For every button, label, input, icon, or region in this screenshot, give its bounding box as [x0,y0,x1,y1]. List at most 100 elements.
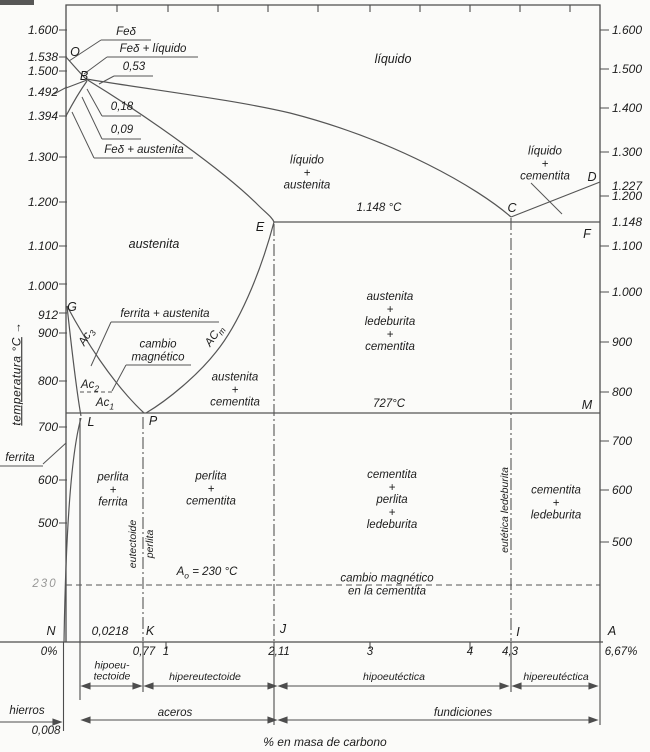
carbon-009-label: 0,09 [110,123,134,136]
xb-tick-label: 4 [466,646,474,658]
band-hipereutectoide: hipereutectoide [169,670,241,683]
yl-tick-label: 1.000 [27,279,58,293]
below-axis-extensions [62,642,601,731]
range-arrows [0,682,599,726]
yl-tick-label: 1.394 [27,109,58,123]
point-B: B [79,68,89,83]
xb-tick-label: 3 [366,646,374,658]
yl-tick-label: 800 [37,374,58,388]
yl-tick-label: 900 [37,326,58,340]
xb-tick-label: 6,67% [604,646,638,658]
yl-tick-label: 700 [37,420,58,434]
region-austenita: austenita [128,236,180,251]
point-L: L [87,414,95,429]
yr-tick-label: 1.400 [612,101,643,115]
cambio-magnetico-label: cambio magnético [131,338,185,364]
xb-tick-label: 4,3 [502,646,518,658]
yl-tick-label: 1.300 [27,150,58,164]
faded-230-label: 230 [32,577,58,590]
band-hipoeutectoide: hipoeu- tectoide [93,659,131,682]
fe-delta-austenita-label: Feδ + austenita [104,143,184,156]
fe-delta-liquido-label: Feδ + líquido [119,42,187,55]
ac2-label: Ac2 [80,379,100,394]
point-E: E [255,219,265,234]
ferrita-austenita-label: ferrita + austenita [120,307,210,320]
yl-tick-label: 1.538 [27,50,58,64]
yr-tick-label: 1.200 [612,189,643,203]
region-cementita-ledeburita: cementita + ledeburita [530,484,582,522]
yl-tick-label: 1.500 [27,64,58,78]
point-F: F [583,226,591,241]
region-liquido-austenita: líquido + austenita [283,154,331,192]
point-C: C [507,200,517,215]
band-perlita: perlita [143,529,156,559]
yr-tick-label: 1.600 [612,23,643,37]
temp-727-label: 727°C [372,397,406,410]
yl-tick-label: 1.600 [27,23,58,37]
carbon-018-label: 0,18 [110,100,134,113]
region-cementita-perlita-ledeburita: cementita + perlita + ledeburita [366,468,418,531]
band-hipereutectica: hipereutéctica [523,670,589,683]
band-hipoeutectica: hipoeutéctica [363,670,425,683]
carbon-0008-label: 0,008 [31,724,61,737]
ac1-label: Ac1 [95,397,115,412]
cambio-magnetico-cementita-label: cambio magnético en la cementita [340,572,434,598]
yr-tick-label: 1.100 [612,239,643,253]
xb-tick-label: 0% [40,646,58,658]
cd-line [510,181,601,218]
ferrita-label: ferrita [5,451,35,464]
yl-tick-label: 600 [37,473,58,487]
band-eutectoide: eutectoide [126,519,139,569]
yr-tick-label: 1.300 [612,145,643,159]
band-fundiciones: fundiciones [433,706,493,719]
region-austenita-cementita: austenita + cementita [210,371,260,409]
solidus-curve [85,78,275,223]
xb-tick-label: 0,77 [132,646,156,658]
temp-1148-label: 1.148 °C [356,201,402,214]
point-J: J [279,621,287,636]
point-P: P [148,413,158,428]
axis-ticks [59,5,609,649]
ferrite-gamma-curve [66,305,82,417]
region-liquido-cementita: líquido + cementita [520,145,570,183]
xb-tick-label: 1 [162,646,170,658]
yr-tick-label: 700 [612,434,633,448]
x-axis-title: % en masa de carbono [263,734,387,749]
yr-tick-label: 1.000 [612,285,643,299]
band-aceros: aceros [157,706,193,719]
up-arrow-icon: → [11,322,24,334]
dashdot-verticals [142,218,512,641]
yl-tick-label: 500 [37,516,58,530]
leader-lines [0,39,563,467]
scan-artifact [0,0,34,5]
yr-tick-label: 1.227 [612,179,643,193]
point-K: K [145,623,155,638]
yl-tick-label: 912 [37,308,58,322]
point-I: I [516,624,520,639]
region-perlita-ferrita: perlita + ferrita [97,471,129,509]
point-G: G [67,299,77,314]
ac3-curve [66,305,145,414]
ferrite-solvus-curve [63,417,82,643]
yl-tick-label: 1.492 [27,85,58,99]
yr-tick-label: 600 [612,483,633,497]
point-M: M [581,397,593,412]
yr-tick-label: 1.148 [612,215,643,229]
region-liquido: líquido [374,51,412,66]
carbon-00218-label: 0,0218 [91,623,129,638]
delta-region-lines [65,79,88,117]
a0-230-label: Ao = 230 °C [176,566,238,581]
point-D: D [587,169,597,184]
yr-tick-label: 500 [612,535,633,549]
point-O: O [70,44,80,59]
xb-tick-label: 2,11 [268,646,290,658]
plot-border [0,4,603,643]
acm-curve [145,221,275,414]
yr-tick-label: 900 [612,335,633,349]
yl-tick-label: 1.200 [27,195,58,209]
region-perlita-cementita: perlita + cementita [186,470,236,508]
point-N: N [46,623,56,638]
band-hierros: hierros [9,704,45,717]
point-A: A [607,623,617,638]
